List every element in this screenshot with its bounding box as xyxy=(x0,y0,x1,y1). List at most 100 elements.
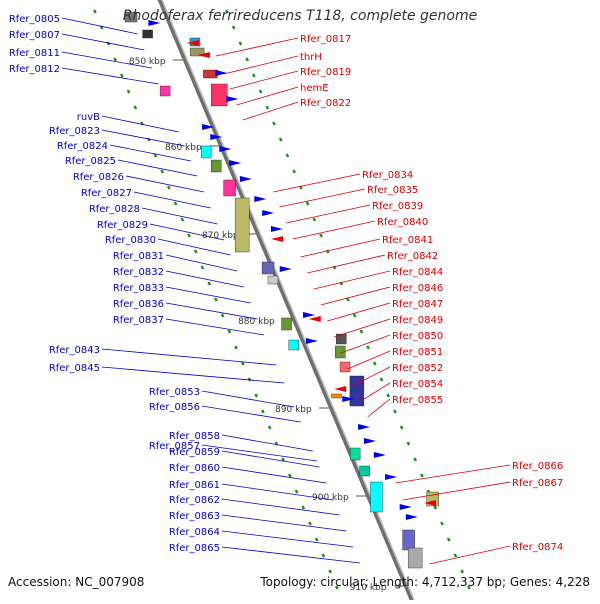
gene-feature xyxy=(210,159,222,173)
gene-arrow xyxy=(197,52,210,58)
gene-arrow xyxy=(334,386,347,392)
track-tick xyxy=(119,73,124,78)
track-tick xyxy=(113,57,117,62)
label-leader xyxy=(320,286,391,306)
track-tick xyxy=(366,345,370,350)
gene-feature xyxy=(339,361,351,373)
gene-label-right: Rfer_0847 xyxy=(392,299,443,310)
gene-arrow xyxy=(373,452,386,458)
gene-label-left: Rfer_0858 xyxy=(169,431,220,442)
track-tick xyxy=(294,489,299,494)
track-tick xyxy=(234,345,238,350)
track-tick xyxy=(225,9,229,14)
gene-label-right: hemE xyxy=(300,83,329,94)
gene-arrow xyxy=(186,40,199,46)
genome-title: Rhodoferax ferrireducens T118, complete … xyxy=(122,8,478,24)
gene-feature xyxy=(402,529,415,551)
label-leader xyxy=(133,191,211,209)
gene-label-right: Rfer_0874 xyxy=(512,542,563,553)
track-tick xyxy=(231,25,236,30)
gene-arrow xyxy=(229,160,242,166)
gene-arrow xyxy=(358,424,371,430)
track-tick xyxy=(261,409,265,414)
gene-feature xyxy=(331,393,342,399)
gene-label-left: Rfer_0832 xyxy=(113,267,164,278)
gene-arrow xyxy=(405,514,418,520)
genome-summary: Topology: circular; Length: 4,712,337 bp… xyxy=(260,575,590,589)
label-leader xyxy=(141,207,218,225)
label-leader xyxy=(157,238,231,256)
track-tick xyxy=(460,569,465,574)
label-leader xyxy=(61,67,159,85)
gene-label-left: Rfer_0805 xyxy=(9,14,60,25)
label-leader xyxy=(165,302,258,320)
label-leader xyxy=(395,464,511,484)
label-leader xyxy=(347,350,391,370)
track-tick xyxy=(251,73,256,78)
label-leader xyxy=(221,546,360,564)
gene-arrow xyxy=(226,96,239,102)
gene-label-left: Rfer_0837 xyxy=(113,315,164,326)
track-tick xyxy=(258,89,263,94)
gene-label-left: Rfer_0865 xyxy=(169,543,220,554)
label-leader xyxy=(165,270,244,288)
scale-label: 900 kbp xyxy=(312,493,349,503)
label-leader xyxy=(402,481,511,501)
gene-label-left: Rfer_0857 xyxy=(149,441,200,452)
gene-label-right: Rfer_0867 xyxy=(512,478,563,489)
track-tick xyxy=(325,249,330,254)
gene-arrow xyxy=(202,124,215,130)
gene-label-left: ruvB xyxy=(77,112,100,123)
label-leader xyxy=(236,86,299,106)
label-leader xyxy=(279,188,366,208)
label-leader xyxy=(61,33,145,51)
label-leader xyxy=(221,434,313,452)
gene-label-left: Rfer_0864 xyxy=(169,527,220,538)
track-tick xyxy=(214,297,218,302)
gene-label-right: Rfer_0855 xyxy=(392,395,443,406)
track-tick xyxy=(173,201,178,206)
gene-label-left: Rfer_0861 xyxy=(169,480,220,491)
gene-label-left: Rfer_0826 xyxy=(73,172,124,183)
track-tick xyxy=(328,569,333,574)
label-leader xyxy=(273,173,361,193)
label-leader xyxy=(165,254,238,272)
track-tick xyxy=(254,393,259,398)
track-tick xyxy=(167,185,171,190)
track-tick xyxy=(187,233,191,238)
gene-feature xyxy=(335,345,346,359)
gene-arrow xyxy=(385,474,398,480)
track-tick xyxy=(207,281,212,286)
track-tick xyxy=(467,585,471,590)
gene-label-left: Rfer_0811 xyxy=(9,48,60,59)
track-tick xyxy=(393,409,397,414)
gene-label-right: Rfer_0835 xyxy=(367,185,418,196)
genome-backbone xyxy=(157,0,417,604)
gene-label-left: Rfer_0807 xyxy=(9,30,60,41)
label-leader xyxy=(201,444,318,462)
gene-label-left: Rfer_0828 xyxy=(89,204,140,215)
scale-label: 870 kbp xyxy=(202,231,239,241)
track-tick xyxy=(93,9,97,14)
gene-label-right: Rfer_0819 xyxy=(300,67,351,78)
track-tick xyxy=(379,377,384,382)
track-tick xyxy=(267,425,272,430)
gene-label-right: Rfer_0846 xyxy=(392,283,443,294)
gene-label-right: Rfer_0817 xyxy=(300,34,351,45)
gene-label-left: Rfer_0827 xyxy=(81,188,132,199)
label-leader xyxy=(333,318,391,338)
gene-feature xyxy=(407,547,423,569)
gene-arrow xyxy=(215,70,228,76)
track-tick xyxy=(346,297,350,302)
gene-label-right: Rfer_0842 xyxy=(387,251,438,262)
label-leader xyxy=(101,129,185,147)
gene-label-left: Rfer_0862 xyxy=(169,495,220,506)
track-tick xyxy=(238,41,243,46)
track-tick xyxy=(106,41,111,46)
gene-label-left: Rfer_0829 xyxy=(97,220,148,231)
track-tick xyxy=(446,537,451,542)
gene-label-left: Rfer_0860 xyxy=(169,463,220,474)
gene-label-left: Rfer_0831 xyxy=(113,251,164,262)
track-tick xyxy=(227,329,232,334)
gene-feature xyxy=(234,197,250,253)
